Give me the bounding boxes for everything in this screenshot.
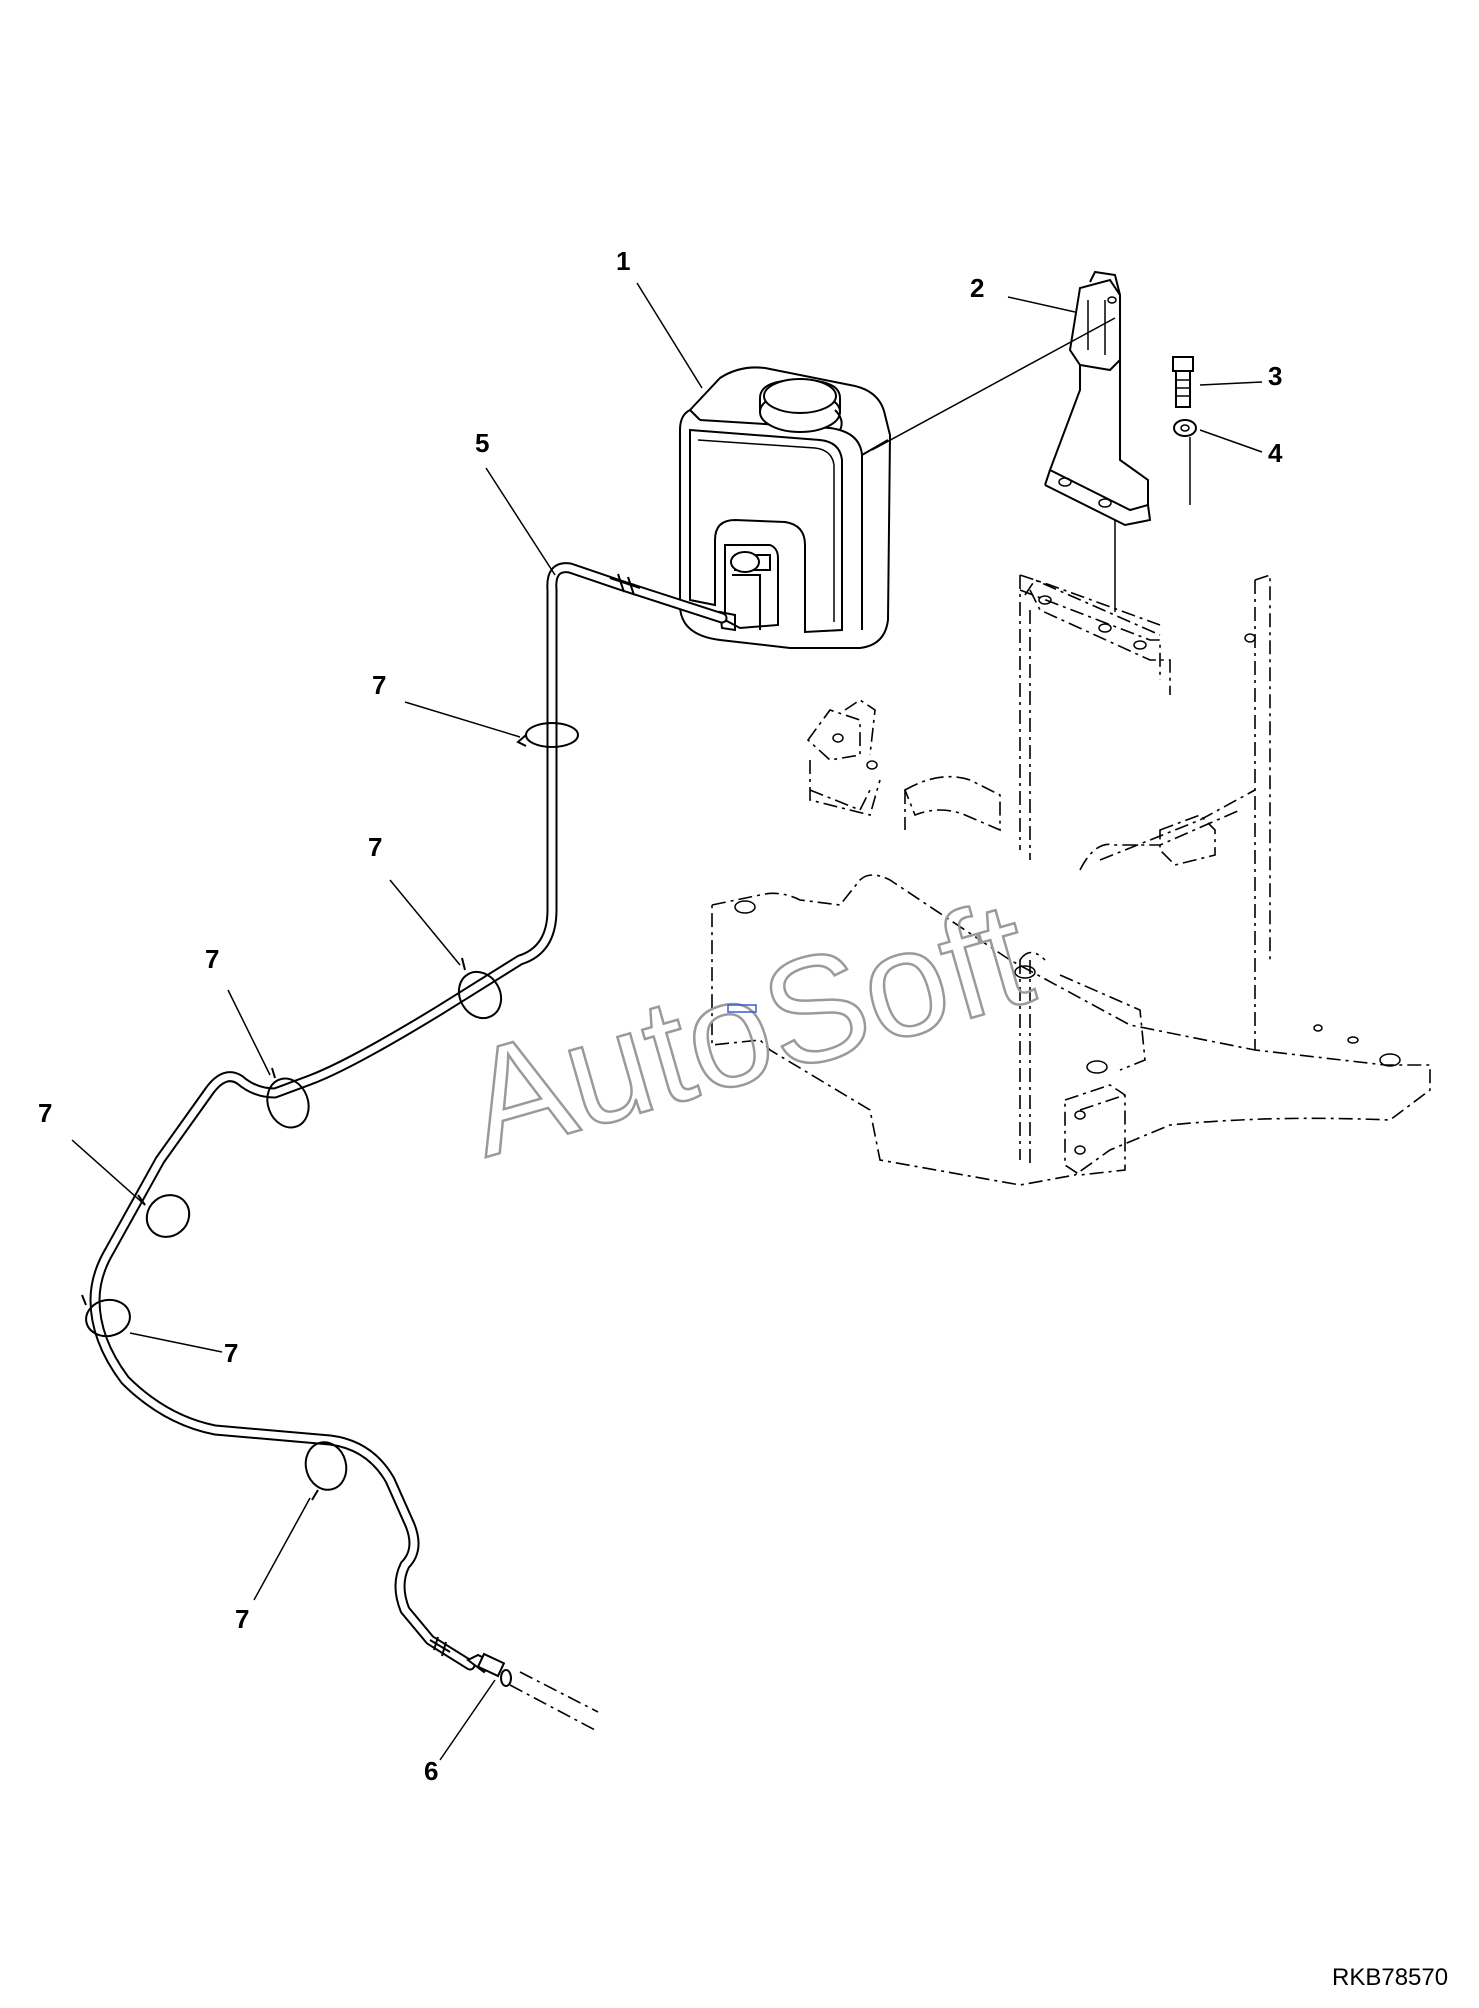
callout-7-c: 7 (205, 944, 219, 974)
callout-3: 3 (1268, 361, 1282, 391)
callout-6: 6 (424, 1756, 438, 1786)
drawing-id: RKB78570 (1332, 1964, 1448, 1991)
tank-bracket (1044, 270, 1152, 527)
callout-7-f: 7 (235, 1604, 249, 1634)
hose-connector (466, 1652, 599, 1731)
callout-7-d: 7 (38, 1098, 52, 1128)
watermark-text: AutoSoft (448, 868, 1047, 1188)
hose-clamps (81, 722, 579, 1501)
callout-1: 1 (616, 246, 630, 276)
leader-lines (71, 282, 1263, 1761)
washer-hose (89, 562, 728, 1671)
callout-7-b: 7 (368, 832, 382, 862)
callout-7-a: 7 (372, 670, 386, 700)
washer (1173, 419, 1197, 437)
callout-7-e: 7 (224, 1338, 238, 1368)
watermark: AutoSoft (447, 867, 1049, 1190)
washer-tank (679, 366, 892, 649)
upper-mount-plate (1024, 578, 1161, 860)
watermark-mark (727, 1004, 757, 1013)
mounting-frame (711, 573, 1431, 1186)
callout-4: 4 (1268, 438, 1283, 468)
callout-2: 2 (970, 273, 984, 303)
callout-5: 5 (475, 428, 489, 458)
bolt (1172, 356, 1194, 408)
